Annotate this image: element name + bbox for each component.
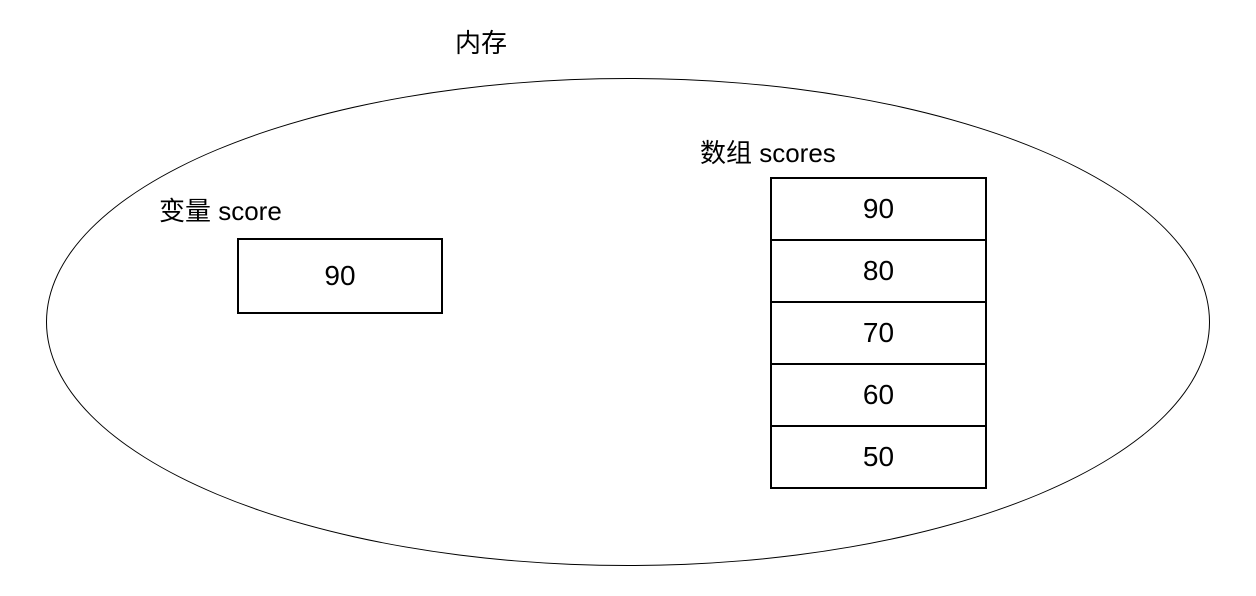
array-cell-1: 80 [772,241,985,303]
array-cell-2: 70 [772,303,985,365]
memory-ellipse [46,78,1210,566]
variable-label: 变量 score [159,196,282,226]
array-cell-4: 50 [862,441,895,472]
variable-value: 90 [324,260,356,291]
array-cell-3: 60 [772,365,985,427]
diagram-title: 内存 [455,28,508,58]
variable-box: 90 [237,238,443,314]
array-box: 90 80 70 60 50 [770,177,987,489]
array-cell-0: 90 [772,179,985,241]
array-label: 数组 scores [700,138,836,168]
